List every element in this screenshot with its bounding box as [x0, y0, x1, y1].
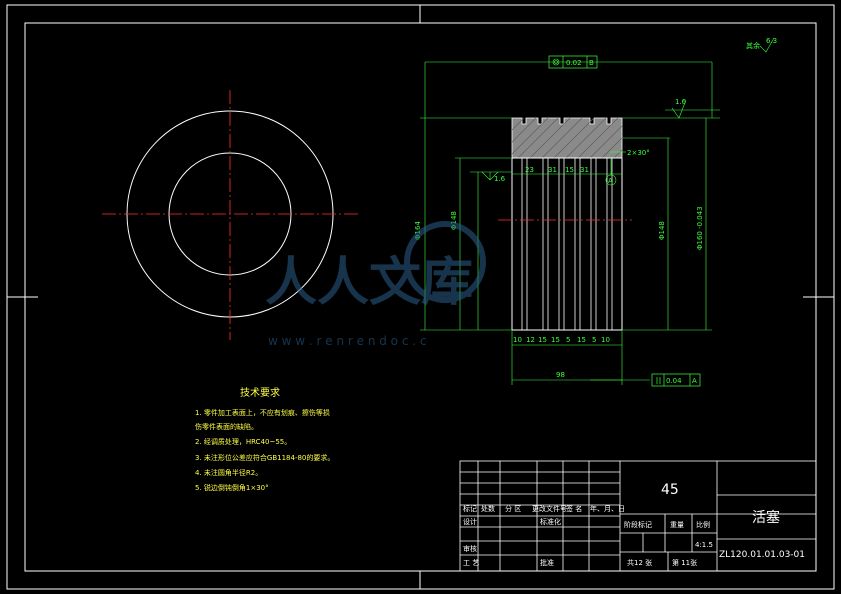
review-label: 审核	[463, 544, 477, 553]
hdr-count: 处数	[481, 504, 495, 513]
dim-bottom-3: 15	[538, 336, 547, 344]
title-block	[459, 460, 817, 572]
roughness-top: 6.3	[766, 37, 777, 45]
dia-left-b: Φ148	[450, 211, 458, 230]
section-view	[498, 117, 632, 331]
parallel-value: 0.04	[666, 377, 682, 385]
dim-bottom-7: 5	[592, 336, 596, 344]
dim-bottom-8: 10	[601, 336, 610, 344]
dim-top-4: 31	[580, 166, 589, 174]
scale-label: 比例	[696, 520, 710, 529]
roughness-main: 1.6	[675, 98, 687, 106]
datum-a-label: A	[692, 377, 697, 385]
approve-label: 批准	[540, 558, 554, 567]
tech-req-item-1: 1. 零件加工表面上，不应有划痕、擦伤等损	[195, 408, 330, 417]
datum-circle-label: A	[608, 177, 613, 185]
chamfer-label: 2×30°	[627, 149, 650, 157]
dim-bottom-2: 12	[526, 336, 535, 344]
tech-requirements: 技术要求 1. 零件加工表面上，不应有划痕、擦伤等损 伤零件表面的缺陷。 2. …	[195, 386, 334, 492]
dimension-lines	[420, 61, 720, 385]
total-length: 98	[556, 371, 565, 379]
dim-bottom-6: 15	[577, 336, 586, 344]
hatched-section-top	[511, 117, 623, 159]
watermark-logo: 人人文库 w w w . r e n r e n d o c . c	[265, 221, 486, 348]
dia-right-a: Φ148	[658, 221, 666, 240]
dim-bottom-4: 15	[551, 336, 560, 344]
hdr-sign: 签 名	[566, 504, 582, 513]
process-label: 工 艺	[463, 559, 479, 567]
hdr-change: 更改文件号	[532, 504, 567, 513]
dim-bottom-1: 10	[513, 336, 522, 344]
stage-label: 阶段标记	[624, 520, 652, 529]
tech-req-title: 技术要求	[240, 386, 280, 399]
roughness-left: 1.6	[494, 175, 506, 183]
tech-req-item-3: 3. 未注形位公差应符合GB1184-80的要求。	[195, 453, 334, 462]
design-label: 设计	[463, 517, 477, 526]
tech-req-item-5: 5. 锐边倒钝倒角1×30°	[195, 483, 269, 492]
datum-b-label: B	[589, 59, 594, 67]
sheets-total: 共12 张	[627, 558, 652, 567]
watermark-text: 人人文库	[265, 253, 473, 313]
part-name: 活塞	[752, 509, 780, 526]
hdr-mark: 标记	[463, 504, 477, 513]
drawing-number: ZL120.01.01.03-01	[719, 550, 805, 560]
dia-left-a: Φ164	[414, 221, 422, 240]
weight-label: 重量	[670, 521, 684, 529]
concentricity-frame	[548, 55, 598, 69]
standardization-label: 标准化	[540, 517, 561, 526]
dim-top-1: 23	[525, 166, 534, 174]
dia-right-b: Φ160 -0.043	[696, 206, 704, 250]
end-view	[102, 90, 358, 340]
tech-req-item-1b: 伤零件表面的缺陷。	[195, 422, 258, 431]
concentricity-value: 0.02	[566, 59, 582, 67]
watermark-url: w w w . r e n r e n d o c . c	[268, 334, 426, 348]
dim-bottom-5: 5	[566, 336, 570, 344]
dim-top-2: 31	[548, 166, 557, 174]
surface-finish-label: 其余	[746, 41, 760, 50]
material: 45	[661, 482, 679, 498]
scale: 4:1.5	[695, 541, 713, 549]
tech-req-item-2: 2. 经调质处理，HRC40~55。	[195, 437, 291, 446]
hdr-date: 年、月、日	[590, 504, 625, 513]
tech-req-item-4: 4. 未注圆角半径R2。	[195, 468, 262, 477]
dim-top-3: 15	[565, 166, 574, 174]
sheet-number: 第 11张	[672, 558, 697, 567]
parallel-frame	[651, 373, 701, 387]
hdr-zone: 分 区	[505, 504, 521, 513]
